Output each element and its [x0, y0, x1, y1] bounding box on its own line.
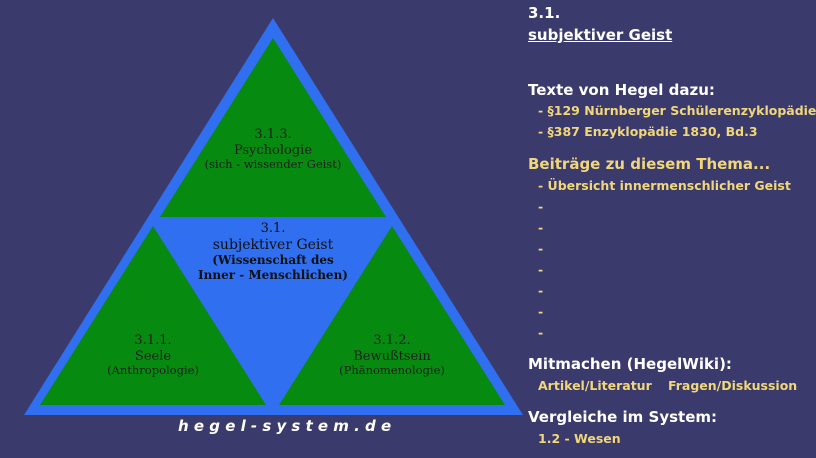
- mitmachen-heading: Mitmachen (HegelWiki):: [528, 355, 732, 373]
- left-triangle-number: 3.1.1.: [134, 333, 172, 348]
- text-link-129[interactable]: - §129 Nürnberger Schülerenzyklopädie: [538, 103, 816, 118]
- wiki-link-fragen[interactable]: Fragen/Diskussion: [668, 378, 798, 393]
- right-triangle-name: Bewußtsein: [353, 348, 431, 364]
- left-triangle-sub: (Anthropologie): [107, 363, 199, 378]
- text-link-387[interactable]: - §387 Enzyklopädie 1830, Bd.3: [538, 124, 758, 139]
- beitraege-heading: Beiträge zu diesem Thema...: [528, 155, 771, 173]
- wiki-link-artikel[interactable]: Artikel/Literatur: [538, 378, 652, 393]
- left-triangle-name: Seele: [134, 348, 172, 364]
- beitrag-link-uebersicht[interactable]: - Übersicht innermenschlicher Geist: [538, 178, 791, 193]
- section-title-link[interactable]: subjektiver Geist: [528, 26, 673, 44]
- placeholder-dash: -: [538, 304, 544, 319]
- right-triangle-sub: (Phänomenologie): [339, 363, 445, 378]
- center-triangle-number: 3.1.: [260, 221, 286, 236]
- compare-link-wesen[interactable]: 1.2 - Wesen: [538, 431, 621, 446]
- top-triangle-sub: (sich - wissender Geist): [204, 157, 342, 172]
- top-triangle-name: Psychologie: [233, 142, 313, 158]
- placeholder-dash: -: [538, 220, 544, 235]
- site-watermark[interactable]: hegel-system.de: [178, 417, 397, 435]
- placeholder-dash: -: [538, 325, 544, 340]
- right-triangle-number: 3.1.2.: [373, 333, 411, 348]
- placeholder-dash: -: [538, 241, 544, 256]
- top-triangle[interactable]: [160, 38, 386, 217]
- side-panel: 3.1. subjektiver Geist Texte von Hegel d…: [528, 0, 816, 458]
- texts-heading: Texte von Hegel dazu:: [528, 81, 715, 99]
- placeholder-dash: -: [538, 283, 544, 298]
- hegel-triangle-diagram: [24, 18, 523, 415]
- left-triangle[interactable]: [40, 226, 266, 405]
- vergleiche-heading: Vergleiche im System:: [528, 408, 717, 426]
- section-number: 3.1.: [528, 4, 561, 22]
- placeholder-dash: -: [538, 199, 544, 214]
- right-triangle-label: 3.1.2. Bewußtsein (Phänomenologie): [327, 333, 457, 378]
- left-triangle-label: 3.1.1. Seele (Anthropologie): [88, 333, 218, 378]
- top-triangle-number: 3.1.3.: [254, 127, 292, 142]
- center-triangle-sub: (Wissenschaft des Inner - Menschlichen): [198, 253, 348, 282]
- right-triangle[interactable]: [279, 226, 505, 405]
- center-triangle-name: subjektiver Geist: [212, 236, 334, 253]
- center-triangle-label: 3.1. subjektiver Geist (Wissenschaft des…: [195, 221, 351, 282]
- placeholder-dash: -: [538, 262, 544, 277]
- top-triangle-label: 3.1.3. Psychologie (sich - wissender Gei…: [200, 127, 346, 172]
